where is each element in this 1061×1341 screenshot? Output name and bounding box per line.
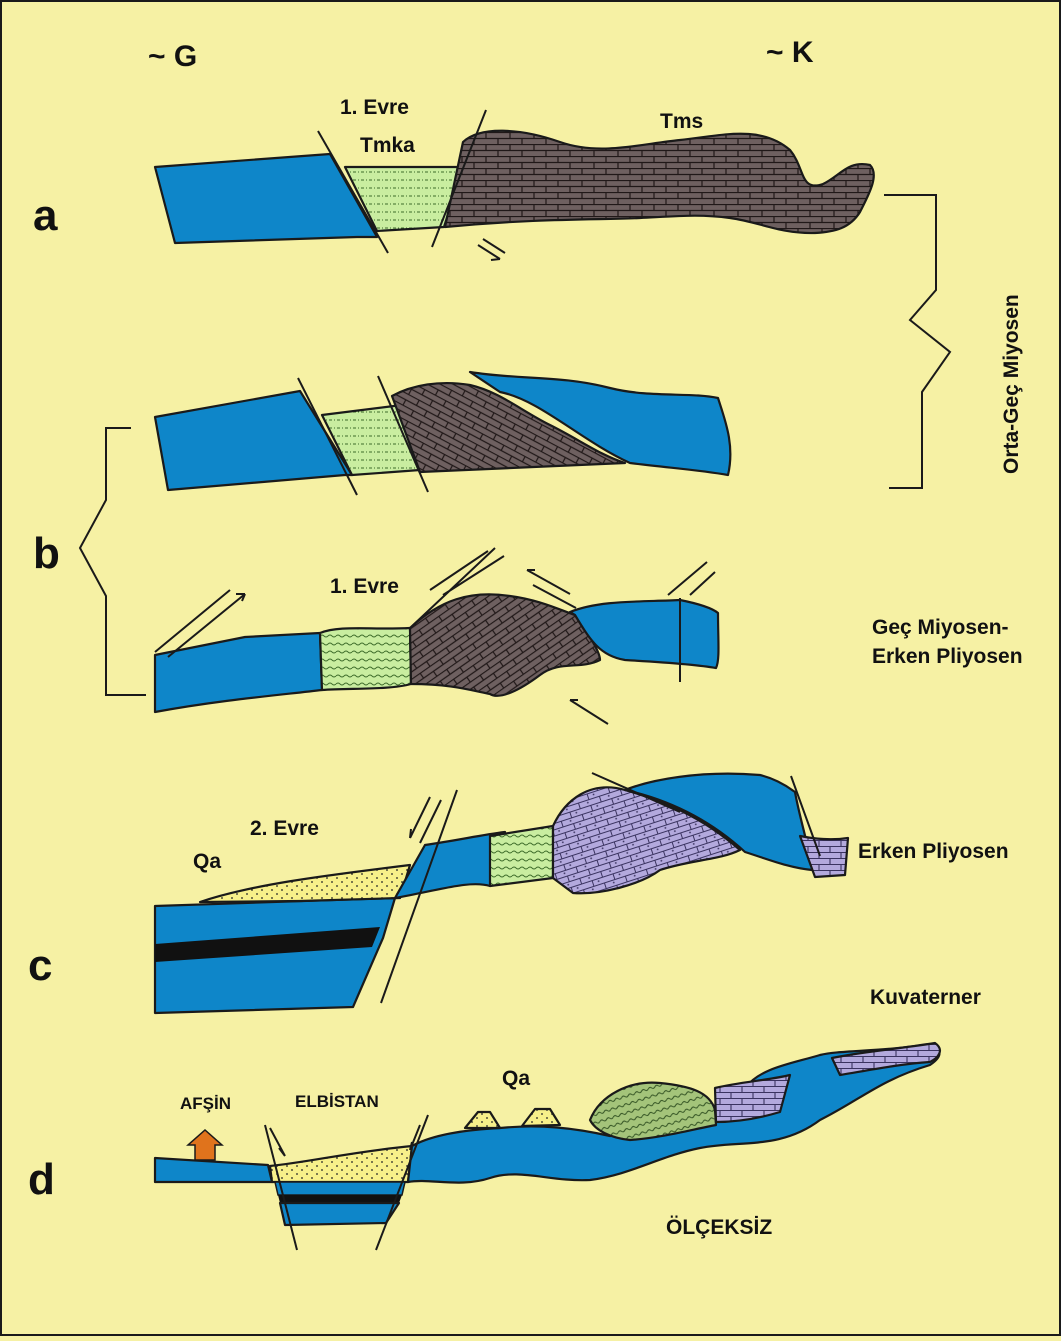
panel-b-letter: b xyxy=(33,529,60,578)
age-label-orta-gec-miyosen: Orta-Geç Miyosen xyxy=(1000,294,1023,474)
east-direction-label: ~ K xyxy=(766,36,814,69)
panel-c-letter: c xyxy=(28,941,52,990)
panel-d-coal-seam xyxy=(278,1195,402,1203)
panel-a-letter: a xyxy=(33,191,58,240)
age-label-gec-miyosen-line2: Erken Pliyosen xyxy=(872,645,1023,668)
age-label-gec-miyosen-line1: Geç Miyosen- xyxy=(872,616,1009,639)
age-label-kuvaterner: Kuvaterner xyxy=(870,986,981,1009)
panel-c-marl xyxy=(490,826,553,886)
west-direction-label: ~ G xyxy=(148,40,197,73)
panel-d-qa-label: Qa xyxy=(502,1067,530,1090)
panel-c-phase-label: 2. Evre xyxy=(250,817,319,840)
scale-note-label: ÖLÇEKSİZ xyxy=(666,1216,772,1239)
panel-c-qa-label: Qa xyxy=(193,850,221,873)
panel-b-lower-marl xyxy=(320,628,411,690)
panel-d-basin-basement-upper xyxy=(275,1182,405,1195)
panel-a-phase-label: 1. Evre xyxy=(340,96,409,119)
panel-b-phase-label: 1. Evre xyxy=(330,575,399,598)
place-label-afsin: AFŞİN xyxy=(180,1094,231,1113)
panel-d-letter: d xyxy=(28,1155,55,1204)
place-label-elbistan: ELBİSTAN xyxy=(295,1092,379,1111)
panel-a-tmka-label: Tmka xyxy=(360,134,415,157)
panel-a-tms-label: Tms xyxy=(660,110,703,133)
panel-d-basin-basement-lower xyxy=(280,1203,399,1225)
age-label-erken-pliyosen: Erken Pliyosen xyxy=(858,840,1009,863)
